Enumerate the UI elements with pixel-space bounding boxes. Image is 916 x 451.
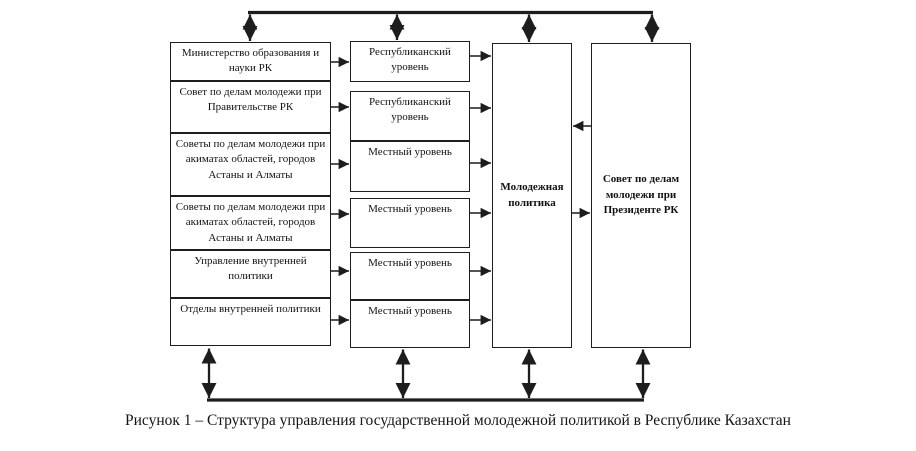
middle-to-youth-arrows <box>470 50 491 326</box>
box-local-level-3: Местный уровень <box>350 252 470 300</box>
bottom-double-arrows <box>201 348 651 398</box>
box-local-level-2: Местный уровень <box>350 198 470 248</box>
box-council-government: Совет по делам молодежи при Правительств… <box>170 81 331 133</box>
box-youth-policy: Молодежная политика <box>492 43 572 348</box>
box-republican-level-2: Республиканский уровень <box>350 91 470 141</box>
box-local-level-4: Местный уровень <box>350 300 470 348</box>
left-to-middle-arrows <box>331 56 349 326</box>
figure-caption: Рисунок 1 – Структура управления государ… <box>125 412 791 429</box>
box-ministry-education: Министерство образования и науки РК <box>170 42 331 81</box>
box-councils-akimats-1: Советы по делам молодежи при акиматах об… <box>170 133 331 196</box>
box-local-level-1: Местный уровень <box>350 141 470 192</box>
box-councils-akimats-2: Советы по делам молодежи при акиматах об… <box>170 196 331 250</box>
box-internal-policy-units: Отделы внутренней политики <box>170 298 331 346</box>
top-double-arrows <box>242 14 660 42</box>
box-republican-level-1: Республиканский уровень <box>350 41 470 82</box>
box-internal-policy-department: Управление внутренней политики <box>170 250 331 298</box>
box-president-council: Совет по делам молодежи при Президенте Р… <box>591 43 691 348</box>
